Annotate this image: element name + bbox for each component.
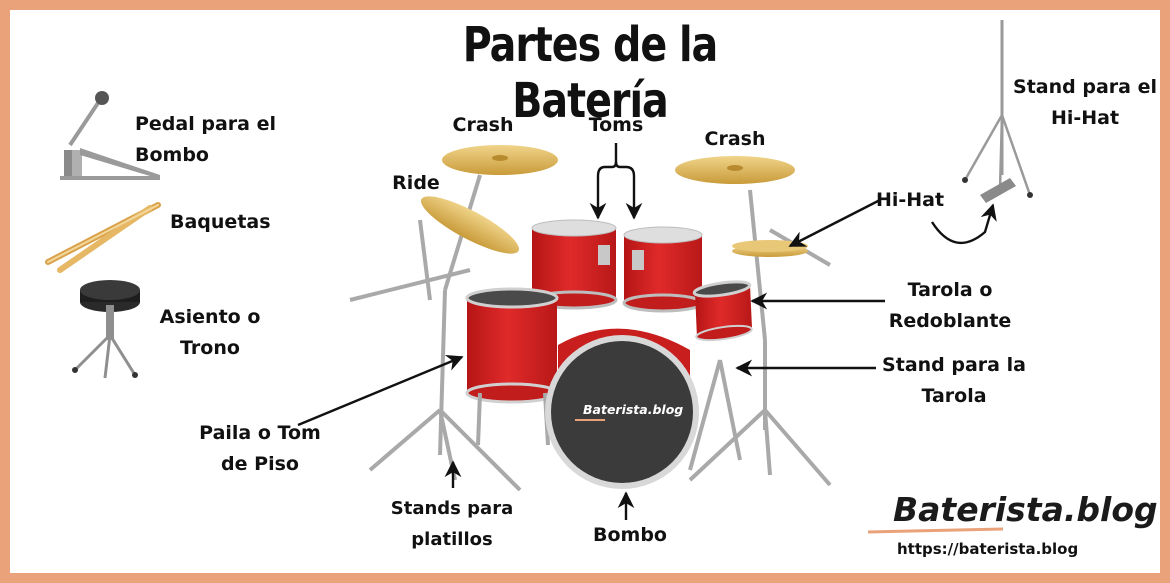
bass-pedal-icon <box>60 91 160 180</box>
toms-arrow <box>589 143 618 220</box>
paila-arrow <box>297 355 464 427</box>
hihat-stand-icon <box>962 20 1033 203</box>
throne-icon <box>72 280 140 379</box>
crash-cymbal-left <box>442 145 558 175</box>
label-paila-line2: de Piso <box>221 453 299 475</box>
label-stand-tarola-line1: Stand para la <box>882 354 1026 376</box>
bass-drum: Baterista.blog <box>545 328 699 489</box>
drum-head-logo: Baterista.blog <box>583 402 683 417</box>
label-baquetas: Baquetas <box>170 211 271 233</box>
label-tarola-line2: Redoblante <box>888 310 1012 332</box>
label-stands-platillos-line1: Stands para <box>390 498 514 519</box>
label-paila-line1: Paila o Tom <box>199 422 321 444</box>
label-toms: Toms <box>588 114 644 136</box>
label-tarola-line1: Tarola o <box>907 279 993 301</box>
label-tarola: Tarola o Redoblante <box>870 275 1030 337</box>
hihat-arrow <box>788 198 881 248</box>
tom-right <box>622 226 704 313</box>
label-hihat: Hi-Hat <box>875 189 945 211</box>
hihat-curved-arrow <box>930 203 997 245</box>
label-hihat-stand-line1: Stand para el <box>1013 76 1157 98</box>
label-asiento: Asiento o Trono <box>140 302 280 364</box>
label-ride: Ride <box>392 172 440 194</box>
brand-name: Baterista.blog <box>893 490 1158 529</box>
crash-cymbal-right <box>675 156 795 184</box>
hihat-cymbal <box>732 240 808 257</box>
label-bombo: Bombo <box>593 524 667 546</box>
brand-underline <box>867 527 1004 534</box>
label-asiento-line1: Asiento o <box>159 306 261 328</box>
brand-url[interactable]: https://baterista.blog <box>897 540 1079 558</box>
label-hihat-stand-line2: Hi-Hat <box>1050 107 1120 129</box>
floor-tom <box>465 287 559 446</box>
drumsticks-icon <box>45 202 161 273</box>
label-crash-left: Crash <box>452 114 514 136</box>
label-stand-tarola-line2: Tarola <box>921 385 987 407</box>
label-pedal-line1: Pedal para el <box>135 113 276 135</box>
label-asiento-line2: Trono <box>180 337 240 359</box>
label-pedal: Pedal para el Bombo <box>135 109 295 171</box>
ride-cymbal <box>420 196 520 254</box>
label-pedal-line2: Bombo <box>135 144 209 166</box>
label-crash-right: Crash <box>704 128 766 150</box>
label-paila: Paila o Tom de Piso <box>180 418 340 480</box>
page-title: Partes de la Batería <box>462 16 718 130</box>
label-stands-platillos: Stands para platillos <box>372 493 532 555</box>
toms-arrow-2 <box>614 161 643 220</box>
label-arrows <box>297 143 997 520</box>
label-stands-platillos-line2: platillos <box>411 529 493 550</box>
label-hihat-stand: Stand para el Hi-Hat <box>1005 72 1165 134</box>
label-stand-tarola: Stand para la Tarola <box>870 350 1038 412</box>
snare-drum <box>692 280 753 342</box>
tom-left <box>530 219 618 310</box>
